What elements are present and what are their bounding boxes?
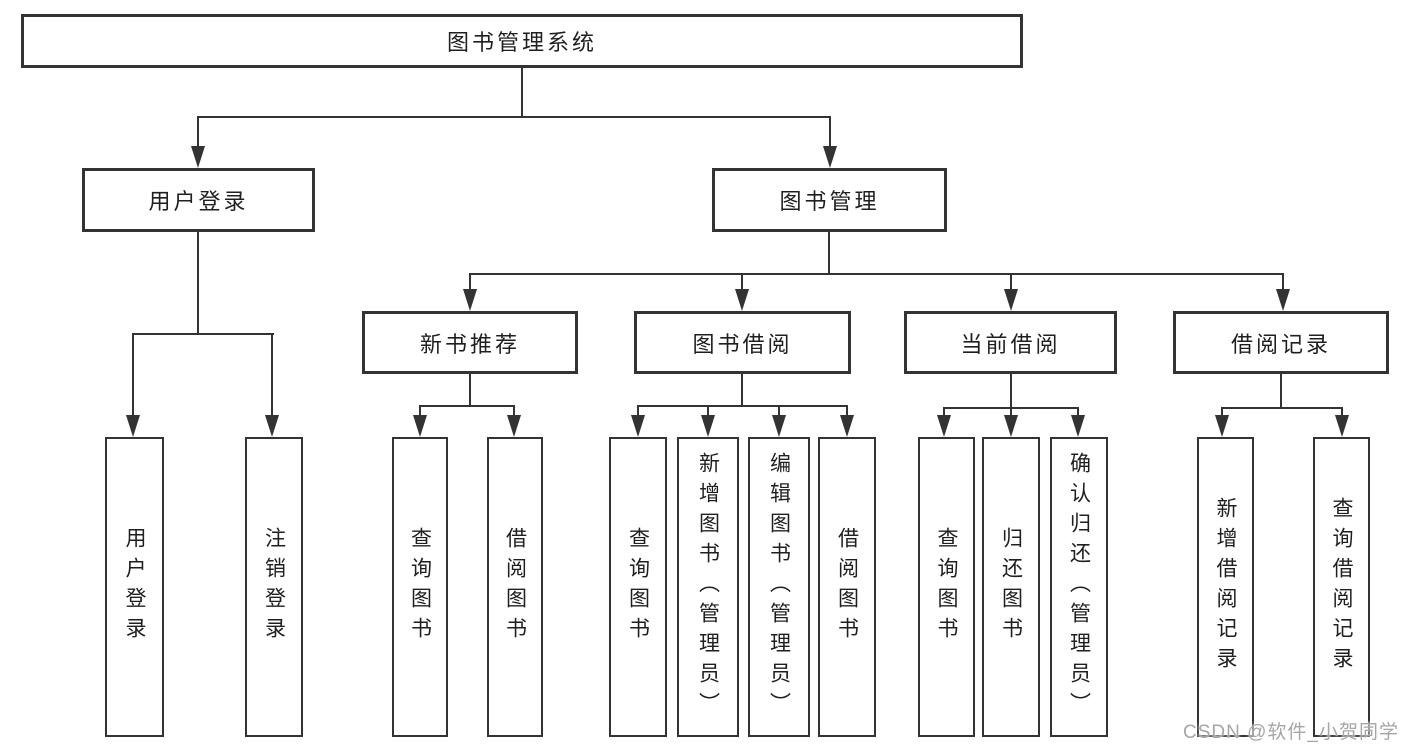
connector-line	[197, 116, 831, 118]
arrow-down-icon	[937, 415, 951, 437]
connector-line	[741, 374, 743, 405]
leaf-logout: 注销登录	[245, 437, 303, 737]
connector-line	[132, 333, 134, 417]
node-label: 用户登录	[148, 189, 249, 214]
connector-line	[637, 405, 848, 407]
connector-line	[419, 405, 515, 407]
connector-line	[707, 405, 709, 417]
node-current-borrow: 当前借阅	[904, 311, 1117, 374]
connector-line	[521, 68, 523, 116]
leaf-label: 新增借阅记录	[1214, 497, 1237, 677]
leaf-label: 新增图书（管理员）	[696, 452, 720, 722]
node-label: 当前借阅	[960, 331, 1061, 357]
node-label: 图书借阅	[692, 331, 793, 357]
connector-line	[513, 405, 515, 417]
leaf-label: 查询图书	[408, 527, 432, 647]
leaf-add-book-admin: 新增图书（管理员）	[677, 437, 739, 737]
leaf-borrow-books: 借阅图书	[818, 437, 876, 737]
connector-line	[197, 232, 199, 333]
node-library-management-system: 图书管理系统	[21, 14, 1023, 68]
connector-line	[419, 405, 421, 417]
arrow-down-icon	[701, 415, 715, 437]
arrow-down-icon	[1215, 415, 1229, 437]
leaf-query-books-borrow: 查询图书	[609, 437, 667, 737]
leaf-borrow-books-recommend: 借阅图书	[487, 437, 543, 737]
leaf-query-borrow-record: 查询借阅记录	[1313, 437, 1370, 737]
node-label: 图书管理系统	[446, 30, 597, 55]
arrow-down-icon	[507, 415, 521, 437]
connector-line	[469, 374, 471, 405]
arrow-down-icon	[1276, 289, 1290, 311]
arrow-down-icon	[463, 289, 477, 311]
connector-line	[1280, 374, 1282, 407]
leaf-label: 归还图书	[999, 527, 1023, 647]
leaf-query-books-recommend: 查询图书	[392, 437, 448, 737]
connector-line	[469, 273, 1284, 275]
leaf-label: 查询图书	[626, 527, 650, 647]
node-borrow-record: 借阅记录	[1173, 311, 1389, 374]
connector-line	[943, 407, 945, 417]
connector-line	[846, 405, 848, 417]
arrow-down-icon	[1071, 415, 1085, 437]
connector-line	[828, 232, 830, 273]
leaf-user-login: 用户登录	[105, 437, 164, 737]
leaf-label: 注销登录	[262, 527, 286, 647]
node-book-borrow: 图书借阅	[634, 311, 851, 374]
leaf-label: 借阅图书	[835, 527, 859, 647]
arrow-down-icon	[126, 415, 140, 437]
connector-line	[132, 333, 274, 335]
leaf-confirm-return-admin: 确认归还（管理员）	[1050, 437, 1108, 737]
connector-line	[1010, 374, 1012, 407]
node-book-management: 图书管理	[712, 168, 947, 232]
connector-line	[197, 116, 199, 148]
arrow-down-icon	[265, 415, 279, 437]
connector-line	[1010, 407, 1012, 417]
leaf-label: 用户登录	[123, 527, 146, 647]
connector-line	[1341, 407, 1343, 417]
node-user-login: 用户登录	[82, 168, 315, 232]
leaf-label: 编辑图书（管理员）	[767, 452, 791, 722]
arrow-down-icon	[735, 289, 749, 311]
connector-line	[637, 405, 639, 417]
connector-line	[741, 273, 743, 291]
leaf-label: 确认归还（管理员）	[1067, 452, 1091, 722]
arrow-down-icon	[631, 415, 645, 437]
connector-line	[1221, 407, 1223, 417]
arrow-down-icon	[823, 146, 837, 168]
arrow-down-icon	[772, 415, 786, 437]
node-label: 图书管理	[779, 189, 880, 214]
node-new-book-recommend: 新书推荐	[362, 311, 578, 374]
connector-line	[1221, 407, 1343, 409]
leaf-return-book: 归还图书	[982, 437, 1040, 737]
connector-line	[829, 116, 831, 148]
arrow-down-icon	[191, 146, 205, 168]
leaf-label: 查询借阅记录	[1330, 497, 1353, 677]
arrow-down-icon	[840, 415, 854, 437]
arrow-down-icon	[413, 415, 427, 437]
node-label: 新书推荐	[419, 331, 520, 357]
arrow-down-icon	[1004, 289, 1018, 311]
arrow-down-icon	[1335, 415, 1349, 437]
connector-line	[1282, 273, 1284, 291]
leaf-query-books-current: 查询图书	[918, 437, 975, 737]
leaf-add-borrow-record: 新增借阅记录	[1197, 437, 1254, 737]
connector-line	[469, 273, 471, 291]
leaf-label: 查询图书	[935, 527, 958, 647]
arrow-down-icon	[1004, 415, 1018, 437]
connector-line	[271, 333, 273, 417]
connector-line	[778, 405, 780, 417]
connector-line	[1010, 273, 1012, 291]
node-label: 借阅记录	[1230, 331, 1331, 357]
leaf-edit-book-admin: 编辑图书（管理员）	[748, 437, 810, 737]
leaf-label: 借阅图书	[503, 527, 527, 647]
watermark: CSDN @软件_小贺同学	[1183, 722, 1399, 743]
connector-line	[1077, 407, 1079, 417]
